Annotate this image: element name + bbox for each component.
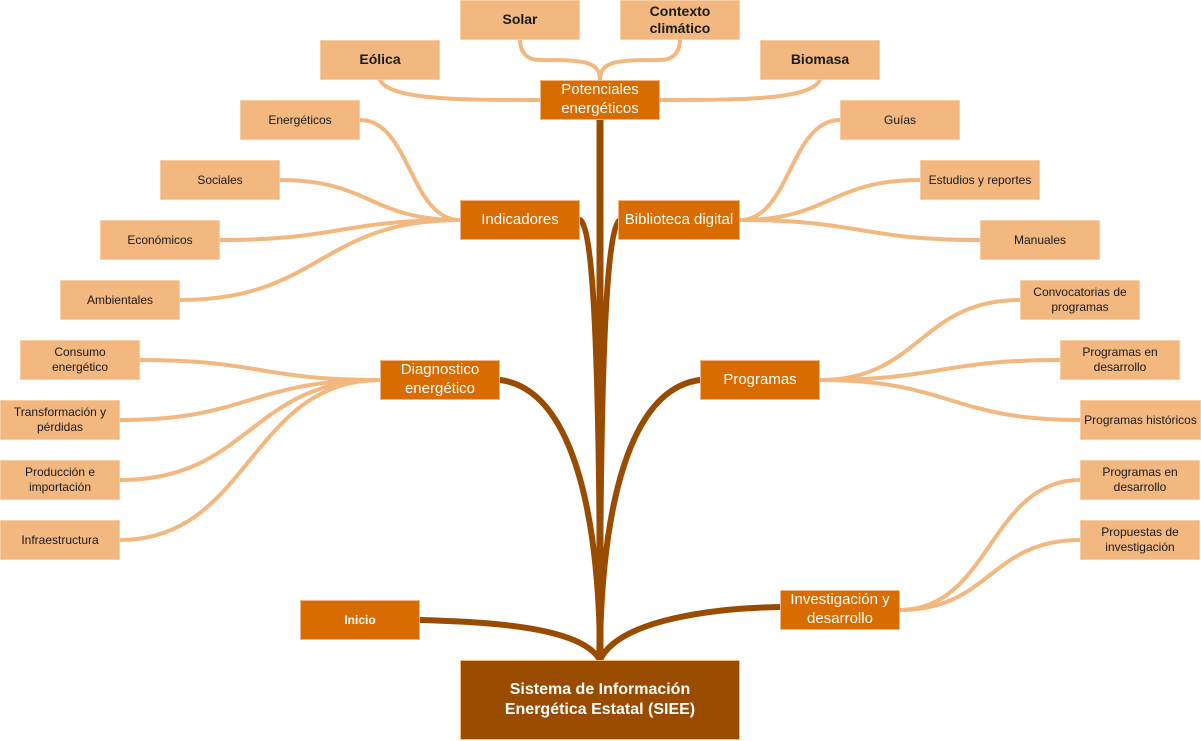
leaf-connector-contexto xyxy=(598,38,682,82)
leaf-investigacion-programas-en-desarrollo[interactable]: Programas en desarrollo xyxy=(1080,460,1200,500)
leaf-estudios-reportes[interactable]: Estudios y reportes xyxy=(920,160,1040,200)
leaf-connector-solar xyxy=(518,38,602,82)
leaf-energeticos[interactable]: Energéticos xyxy=(240,100,360,140)
root-node-siee[interactable]: Sistema de Información Energética Estata… xyxy=(460,660,740,740)
leaf-programas-en-desarrollo[interactable]: Programas en desarrollo xyxy=(1060,340,1180,380)
leaf-connector-produccion xyxy=(118,378,382,482)
leaf-connector-consumo xyxy=(138,358,382,382)
leaf-convocatorias-programas[interactable]: Convocatorias de programas xyxy=(1020,280,1140,320)
leaf-biomasa[interactable]: Biomasa xyxy=(760,40,880,80)
leaf-propuestas-investigacion[interactable]: Propuestas de investigación xyxy=(1080,520,1200,560)
leaf-connector-energeticos xyxy=(358,118,462,222)
topic-programas[interactable]: Programas xyxy=(700,360,820,400)
leaf-connector-biomasa xyxy=(658,78,822,102)
leaf-consumo-energetico[interactable]: Consumo energético xyxy=(20,340,140,380)
topic-potenciales-energeticos[interactable]: Potenciales energéticos xyxy=(540,80,660,120)
leaf-connector-sociales xyxy=(278,178,462,222)
leaf-guias[interactable]: Guías xyxy=(840,100,960,140)
leaf-programas-historicos[interactable]: Programas históricos xyxy=(1080,400,1201,440)
trunk-connector-investigacion xyxy=(597,604,783,663)
leaf-produccion-importacion[interactable]: Producción e importación xyxy=(0,460,120,500)
leaf-connector-convocatorias xyxy=(818,298,1022,382)
leaf-connector-ambientales xyxy=(178,218,462,302)
leaf-economicos[interactable]: Económicos xyxy=(100,220,220,260)
leaf-connector-programas-desarrollo xyxy=(818,358,1062,382)
leaf-sociales[interactable]: Sociales xyxy=(160,160,280,200)
leaf-connector-inv-programas xyxy=(898,478,1082,612)
leaf-connector-transformacion xyxy=(118,378,382,422)
topic-inicio[interactable]: Inicio xyxy=(300,600,420,640)
leaf-manuales[interactable]: Manuales xyxy=(980,220,1100,260)
topic-diagnostico-energetico[interactable]: Diagnostico energético xyxy=(380,360,500,400)
leaf-connector-propuestas xyxy=(898,538,1082,612)
leaf-eolica[interactable]: Eólica xyxy=(320,40,440,80)
trunk-connector-inicio xyxy=(417,617,603,663)
leaf-connector-programas-historicos xyxy=(818,378,1082,422)
leaf-connector-guias xyxy=(738,118,842,222)
leaf-transformacion-perdidas[interactable]: Transformación y pérdidas xyxy=(0,400,120,440)
trunk-connector-programas xyxy=(597,377,703,663)
leaf-connector-eolica xyxy=(378,78,542,102)
leaf-connector-infraestructura xyxy=(118,378,382,542)
leaf-ambientales[interactable]: Ambientales xyxy=(60,280,180,320)
leaf-connector-manuales xyxy=(738,218,982,242)
trunk-connector-biblioteca xyxy=(597,217,623,653)
leaf-contexto-climatico[interactable]: Contexto climático xyxy=(620,0,740,40)
topic-investigacion-desarrollo[interactable]: Investigación y desarrollo xyxy=(780,590,900,630)
leaf-connector-estudios xyxy=(738,178,922,222)
leaf-infraestructura[interactable]: Infraestructura xyxy=(0,520,120,560)
leaf-solar[interactable]: Solar xyxy=(460,0,580,40)
topic-biblioteca-digital[interactable]: Biblioteca digital xyxy=(618,200,740,240)
trunk-connector-diagnostico xyxy=(497,377,603,663)
topic-indicadores[interactable]: Indicadores xyxy=(460,200,580,240)
